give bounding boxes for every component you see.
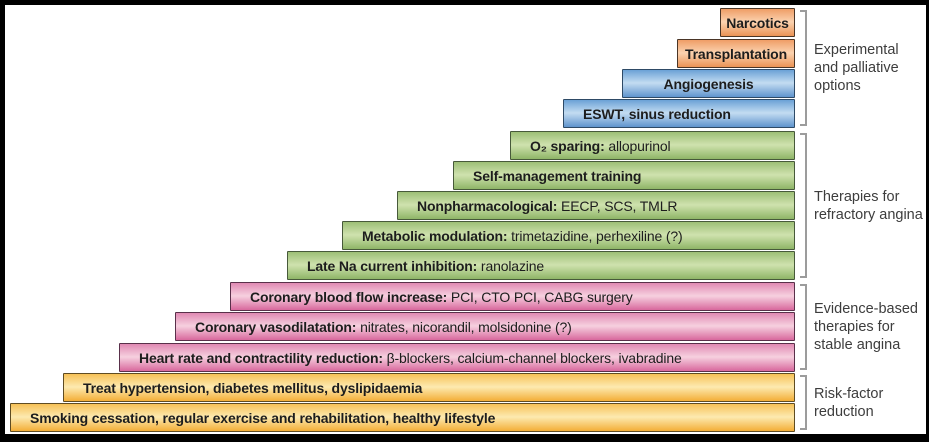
bar-label-detail: PCI, CTO PCI, CABG surgery	[447, 288, 633, 305]
group-label-line: Therapies for	[814, 189, 900, 205]
bar-label-bold: Coronary vasodilatation:	[195, 318, 357, 335]
bar-label-detail: trimetazidine, perhexiline (?)	[507, 227, 683, 244]
bar-label-bold: ESWT, sinus reduction	[583, 105, 731, 122]
bar-label: Treat hypertension, diabetes mellitus, d…	[83, 380, 422, 396]
bar-label: ESWT, sinus reduction	[583, 106, 731, 122]
bar-label-bold: Nonpharmacological:	[417, 197, 558, 214]
bar-label: Coronary blood flow increase: PCI, CTO P…	[250, 289, 633, 305]
group-label-line: Evidence-based	[814, 301, 918, 317]
bar-label: Nonpharmacological: EECP, SCS, TMLR	[417, 198, 677, 214]
group-label-line: stable angina	[814, 337, 901, 353]
bar-treat-hypertension-diabetes-mellitus-dyslipidaemia: Treat hypertension, diabetes mellitus, d…	[63, 373, 795, 402]
bar-label-bold: Smoking cessation, regular exercise and …	[30, 409, 496, 426]
bar-narcotics: Narcotics	[720, 8, 795, 37]
bar-label-detail: nitrates, nicorandil, molsidonine (?)	[356, 318, 572, 335]
bar-smoking-cessation-regular-exercise-and-rehabilitation-healthy-lifestyle: Smoking cessation, regular exercise and …	[10, 403, 795, 432]
bar-label-bold: O₂ sparing:	[530, 137, 605, 154]
bar-label-detail: ranolazine	[477, 257, 545, 274]
bar-label: Transplantation	[685, 46, 787, 62]
bar-coronary-vasodilatation: Coronary vasodilatation: nitrates, nicor…	[175, 312, 795, 341]
bar-label-detail: β-blockers, calcium-channel blockers, iv…	[382, 349, 682, 366]
group-label-line: reduction	[814, 404, 874, 420]
group-label-therapies-for-refractory-angina: Therapies for refractory angina	[814, 188, 923, 224]
bar-label: Narcotics	[726, 14, 789, 31]
group-label-line: Risk-factor	[814, 386, 884, 402]
bar-label: Coronary vasodilatation: nitrates, nicor…	[195, 319, 572, 335]
group-bracket-risk-factor-reduction	[800, 375, 807, 430]
bar-transplantation: Transplantation	[677, 39, 795, 68]
bar-label-bold: Heart rate and contractility reduction:	[139, 349, 383, 366]
group-label-experimental-and-palliative-options: Experimental and palliative options	[814, 41, 899, 95]
bar-label: Smoking cessation, regular exercise and …	[30, 410, 495, 426]
group-bracket-experimental-and-palliative-options	[800, 10, 807, 126]
group-label-line: options	[814, 78, 861, 94]
bar-coronary-blood-flow-increase: Coronary blood flow increase: PCI, CTO P…	[230, 282, 795, 311]
bar-eswt-sinus-reduction: ESWT, sinus reduction	[563, 99, 795, 128]
bar-label-bold: Treat hypertension, diabetes mellitus, d…	[83, 379, 423, 396]
bar-label: O₂ sparing: allopurinol	[530, 138, 671, 154]
group-label-evidence-based-therapies-for-stable-angina: Evidence-based therapies for stable angina	[814, 300, 918, 354]
bar-angiogenesis: Angiogenesis	[622, 69, 795, 98]
group-bracket-therapies-for-refractory-angina	[800, 133, 807, 278]
bar-late-na-current-inhibition: Late Na current inhibition: ranolazine	[287, 251, 795, 280]
bar-metabolic-modulation: Metabolic modulation: trimetazidine, per…	[342, 221, 795, 250]
bar-label: Heart rate and contractility reduction: …	[139, 350, 682, 366]
bar-label: Self-management training	[473, 168, 641, 184]
bar-label: Angiogenesis	[664, 76, 754, 92]
bar-label-detail: allopurinol	[604, 137, 671, 154]
bar-label-bold: Narcotics	[726, 14, 789, 31]
bar-label-bold: Late Na current inhibition:	[307, 257, 478, 274]
bar-self-management-training: Self-management training	[453, 161, 795, 190]
bar-label-bold: Transplantation	[685, 45, 787, 62]
bar-label-bold: Angiogenesis	[663, 75, 754, 92]
group-label-risk-factor-reduction: Risk-factor reduction	[814, 385, 883, 421]
group-label-line: refractory angina	[814, 207, 923, 223]
group-label-line: therapies for	[814, 319, 895, 335]
bar-label-bold: Metabolic modulation:	[362, 227, 508, 244]
bar-nonpharmacological: Nonpharmacological: EECP, SCS, TMLR	[397, 191, 795, 220]
bar-label-bold: Coronary blood flow increase:	[250, 288, 448, 305]
bar-heart-rate-and-contractility-reduction: Heart rate and contractility reduction: …	[119, 343, 795, 372]
bar-o-sparing: O₂ sparing: allopurinol	[510, 131, 795, 160]
group-label-line: Experimental	[814, 42, 899, 58]
bar-label: Metabolic modulation: trimetazidine, per…	[362, 228, 683, 244]
group-label-line: and palliative	[814, 60, 899, 76]
group-bracket-evidence-based-therapies-for-stable-angina	[800, 284, 807, 370]
bar-label-detail: EECP, SCS, TMLR	[557, 197, 678, 214]
bar-label-bold: Self-management training	[473, 167, 642, 184]
bar-label: Late Na current inhibition: ranolazine	[307, 258, 544, 274]
